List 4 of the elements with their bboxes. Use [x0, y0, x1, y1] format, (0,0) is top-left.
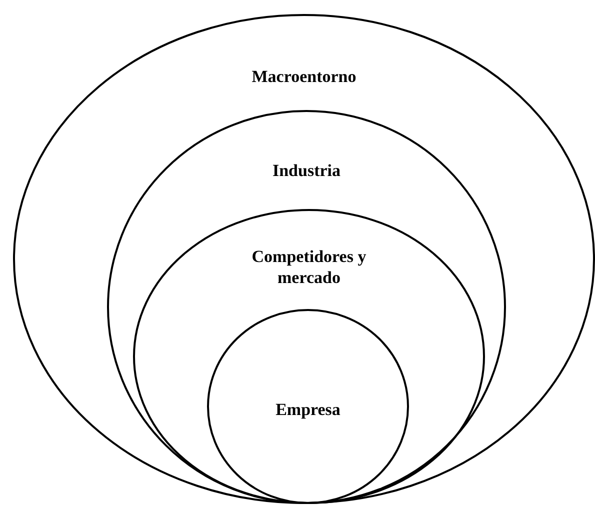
- level-label: Empresa: [276, 399, 340, 420]
- level-label: Macroentorno: [252, 66, 356, 87]
- level-label: Industria: [272, 160, 341, 181]
- level-label: Competidores y mercado: [250, 246, 368, 288]
